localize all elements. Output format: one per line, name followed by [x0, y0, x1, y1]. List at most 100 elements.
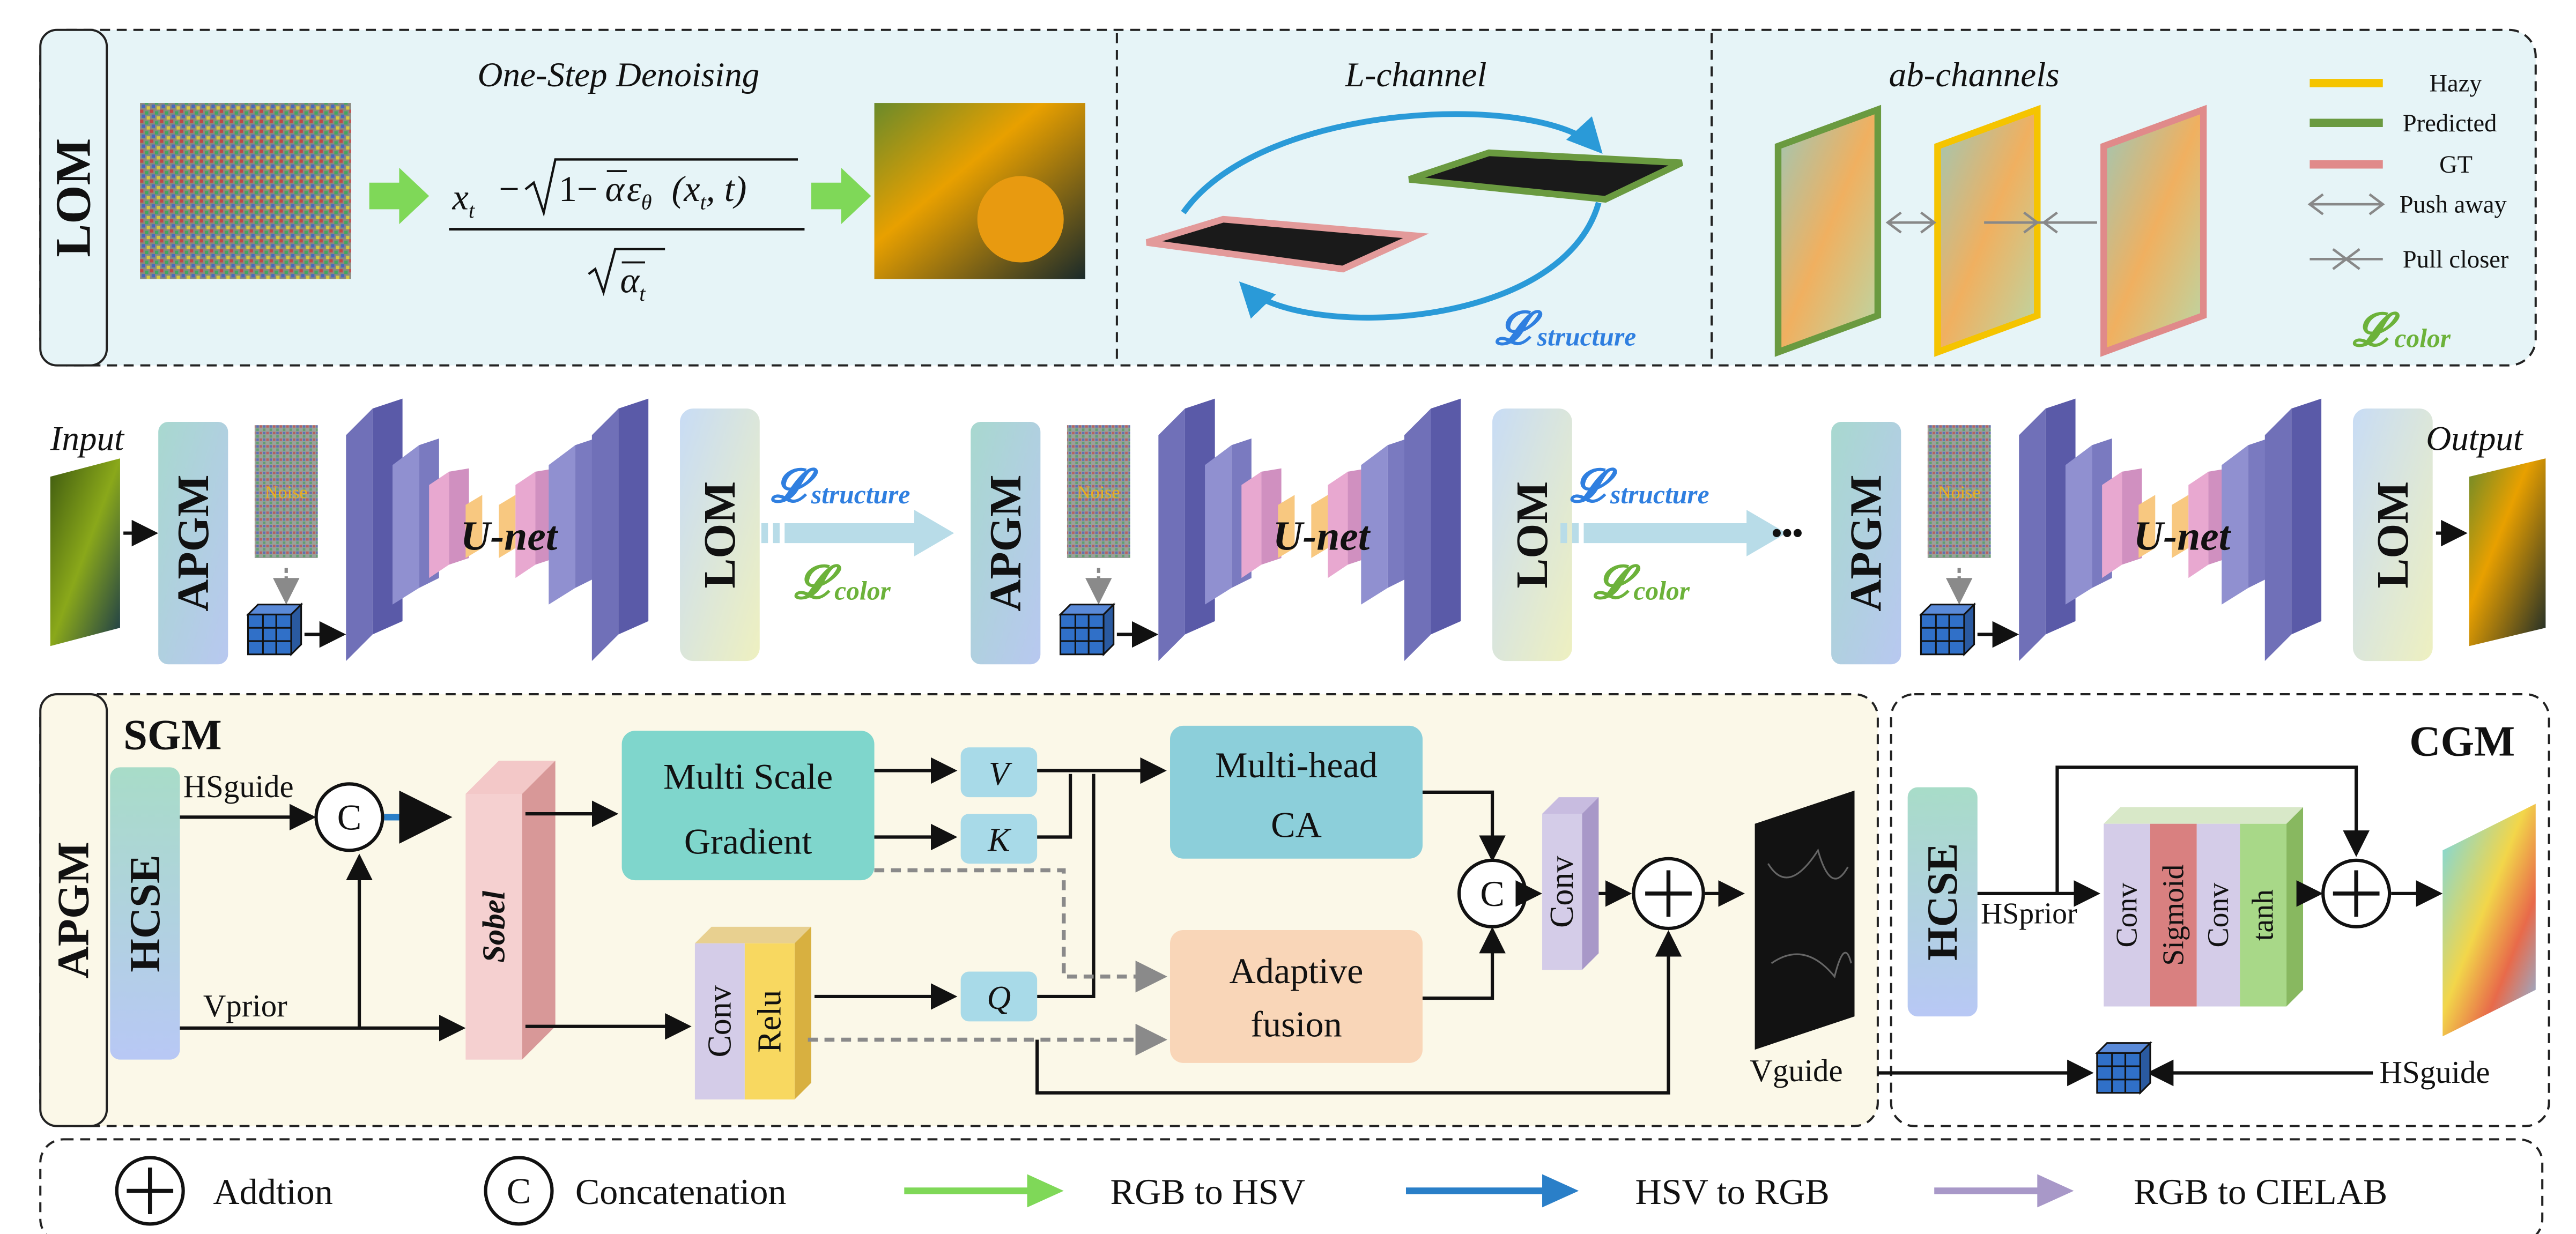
svg-text:Conv: Conv	[701, 985, 738, 1057]
svg-text:structure: structure	[1537, 322, 1637, 351]
svg-text:U-net: U-net	[2134, 513, 2232, 559]
vguide-image	[1755, 790, 1855, 1050]
push-away-arrow	[1885, 211, 1937, 234]
k-token	[960, 814, 1038, 864]
apgm-block	[1831, 421, 1901, 665]
grid-cube	[1058, 603, 1116, 657]
denoised-image	[874, 103, 1086, 279]
ab-plane-predicted	[1774, 105, 1882, 357]
l-structure-loss: 𝓛 structure	[1494, 302, 1636, 354]
svg-text:color: color	[834, 576, 891, 605]
ab-plane-gt	[2100, 105, 2207, 357]
grid-cube	[246, 603, 304, 657]
svg-text:LOM: LOM	[2368, 481, 2418, 589]
sobel-block: Sobel	[465, 760, 556, 1060]
svg-text:Noise: Noise	[1077, 482, 1120, 502]
sgm-title: SGM	[123, 711, 221, 759]
svg-text:−: −	[499, 168, 519, 209]
rgb-to-hsv-arrow	[369, 167, 430, 225]
input-label: Input	[50, 420, 125, 458]
svg-text:Push away: Push away	[2400, 191, 2507, 219]
apgm-block	[158, 421, 228, 665]
pipeline-row: Input APGM Noise	[50, 398, 2546, 665]
hsv-to-rgb-legend-arrow	[1405, 1174, 1579, 1208]
svg-text:Hazy: Hazy	[2429, 70, 2482, 97]
svg-text:color: color	[2394, 324, 2451, 353]
pipeline-stage-1: APGM Noise	[158, 398, 760, 665]
rgb-to-hsv-label: RGB to HSV	[1110, 1171, 1305, 1212]
rgb-to-hsv-legend-arrow	[904, 1174, 1064, 1208]
svg-text:C: C	[1480, 873, 1504, 914]
denoised-image-detail	[977, 176, 1064, 263]
svg-text:APGM: APGM	[981, 474, 1031, 611]
svg-text:α: α	[605, 168, 625, 209]
svg-text:U-net: U-net	[1273, 513, 1371, 559]
apgm-side-label: APGM	[49, 842, 99, 979]
svg-text:Q: Q	[987, 980, 1011, 1016]
sgm-conv-block: Conv	[1542, 797, 1599, 970]
svg-text:Sigmoid: Sigmoid	[2157, 865, 2190, 966]
adaptive-fusion-block	[1170, 930, 1423, 1063]
svg-text:Conv: Conv	[2111, 883, 2144, 948]
svg-text:(xt, t): (xt, t)	[672, 168, 747, 214]
svg-text:Conv: Conv	[1544, 856, 1580, 928]
svg-text:Multi-head: Multi-head	[1215, 745, 1378, 785]
svg-text:GT: GT	[2439, 151, 2473, 179]
svg-text:1−: 1−	[559, 168, 598, 209]
structure-cycle-arrow-lower	[1239, 202, 1602, 321]
svg-text:αt: αt	[620, 259, 646, 305]
svg-text:εθ: εθ	[627, 168, 652, 214]
svg-text:HCSE: HCSE	[121, 854, 169, 972]
q-token	[960, 971, 1038, 1022]
pipeline-ellipsis: •••	[1772, 517, 1803, 550]
rgb-to-hsv-arrow-2	[811, 167, 871, 225]
hcse-block	[110, 767, 180, 1060]
multi-head-ca-block	[1170, 725, 1423, 859]
structure-cycle-arrow-upper	[1181, 111, 1603, 214]
concatenation-label: Concatenation	[575, 1171, 787, 1212]
svg-text:Pull closer: Pull closer	[2403, 246, 2509, 273]
l-channel-title: L-channel	[1345, 56, 1487, 94]
svg-text:LOM: LOM	[1507, 481, 1557, 589]
svg-text:HCSE: HCSE	[1919, 843, 1966, 961]
svg-text:Predicted: Predicted	[2403, 110, 2497, 137]
pipeline-stage-3: APGM Noise	[1831, 398, 2433, 665]
svg-text:Noise: Noise	[265, 482, 308, 502]
cgm-grid-cube	[2095, 1040, 2152, 1095]
svg-text:color: color	[1633, 576, 1690, 605]
apgm-block	[971, 421, 1041, 665]
hsprior-label: HSprior	[1981, 897, 2077, 931]
vprior-label: Vprior	[203, 988, 287, 1023]
svg-text:Sobel: Sobel	[477, 890, 512, 963]
svg-text:K: K	[987, 822, 1011, 859]
hsguide-label: HSguide	[183, 769, 294, 804]
svg-text:APGM: APGM	[1841, 474, 1891, 611]
svg-text:xt: xt	[452, 176, 475, 222]
svg-text:fusion: fusion	[1250, 1003, 1342, 1044]
svg-text:C: C	[507, 1170, 531, 1211]
svg-text:tanh: tanh	[2247, 889, 2280, 941]
input-image	[50, 458, 120, 646]
output-image	[2469, 458, 2546, 646]
svg-text:APGM: APGM	[168, 474, 218, 611]
cgm-output-image	[2442, 804, 2536, 1037]
ab-plane-hazy	[1934, 105, 2041, 357]
output-label: Output	[2426, 420, 2524, 458]
cgm-hcse-block	[1907, 787, 1978, 1017]
lom-panel: LOM One-Step Denoising xt − 1− α εθ (xt,…	[39, 28, 2537, 367]
bottom-legend: Addtion C Concatenation RGB to HSV HSV t…	[39, 1138, 2544, 1234]
lom-block	[1492, 408, 1572, 661]
multi-scale-gradient-block	[621, 731, 875, 881]
noise-image	[254, 425, 318, 559]
pipeline-loss-2: 𝓛 structure 𝓛 color	[1560, 460, 1787, 608]
svg-text:LOM: LOM	[695, 481, 745, 589]
denoise-formula: xt − 1− α εθ (xt, t) αt	[449, 158, 805, 306]
hsv-to-rgb-label: HSV to RGB	[1635, 1171, 1830, 1212]
svg-text:Adaptive: Adaptive	[1230, 950, 1364, 991]
svg-text:structure: structure	[1610, 480, 1709, 509]
noisy-image	[140, 103, 351, 279]
l-channel-plane-gt	[1145, 215, 1429, 273]
v-token	[960, 747, 1038, 798]
concat-icon	[484, 1156, 554, 1226]
hsguide-out-label: HSguide	[2380, 1055, 2490, 1090]
